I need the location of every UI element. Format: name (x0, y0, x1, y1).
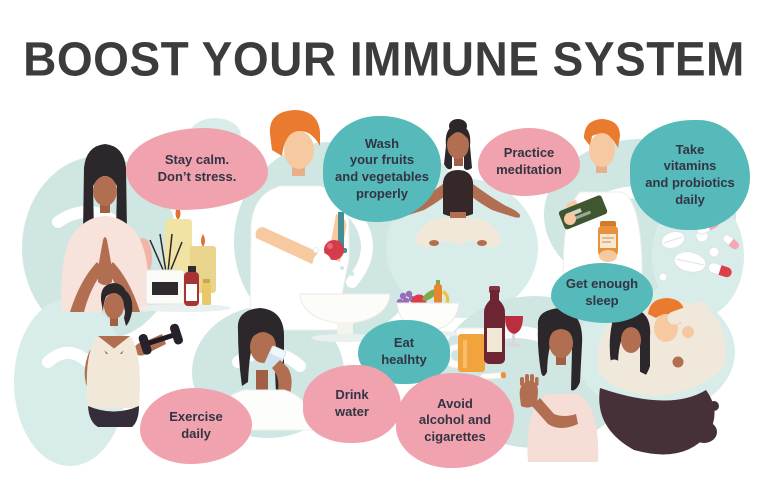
tip-text-practice-meditation: Practice meditation (496, 145, 562, 177)
woman-refusing-illustration (519, 308, 599, 462)
aroma-candles-illustration (139, 206, 231, 312)
tip-bubble-exercise-daily: Exercise daily (140, 388, 252, 464)
tip-text-exercise-daily: Exercise daily (169, 409, 223, 441)
tip-bubble-drink-water: Drink water (303, 365, 401, 443)
tip-text-eat-healthy: Eat healhty (381, 335, 427, 367)
poster-title: BOOST YOUR IMMUNE SYSTEM (23, 31, 745, 87)
man-washing-produce-illustration (249, 110, 391, 342)
woman-exercising-illustration (84, 283, 183, 427)
alcohol-cigarette-illustration (443, 286, 523, 381)
tip-text-avoid-alcohol: Avoid alcohol and cigarettes (418, 395, 492, 444)
tip-text-take-vitamins: Take vitamins and probiotics daily (645, 141, 735, 207)
tip-bubble-wash-produce: Wash your fruits and vegetables properly (323, 116, 441, 222)
tip-text-drink-water: Drink water (335, 387, 369, 419)
tip-bubble-take-vitamins: Take vitamins and probiotics daily (630, 120, 750, 230)
tip-text-get-enough-sleep: Get enough sleep (565, 276, 639, 308)
tip-text-wash-produce: Wash your fruits and vegetables properly (335, 135, 429, 201)
sleeping-couple-illustration (597, 298, 726, 455)
tip-bubble-practice-meditation: Practice meditation (478, 128, 580, 196)
tip-bubble-get-enough-sleep: Get enough sleep (551, 263, 653, 323)
tip-text-stay-calm: Stay calm. Don’t stress. (157, 152, 237, 184)
tip-bubble-avoid-alcohol: Avoid alcohol and cigarettes (396, 373, 514, 468)
tip-bubble-stay-calm: Stay calm. Don’t stress. (126, 128, 268, 210)
praying-woman-illustration (61, 144, 149, 312)
